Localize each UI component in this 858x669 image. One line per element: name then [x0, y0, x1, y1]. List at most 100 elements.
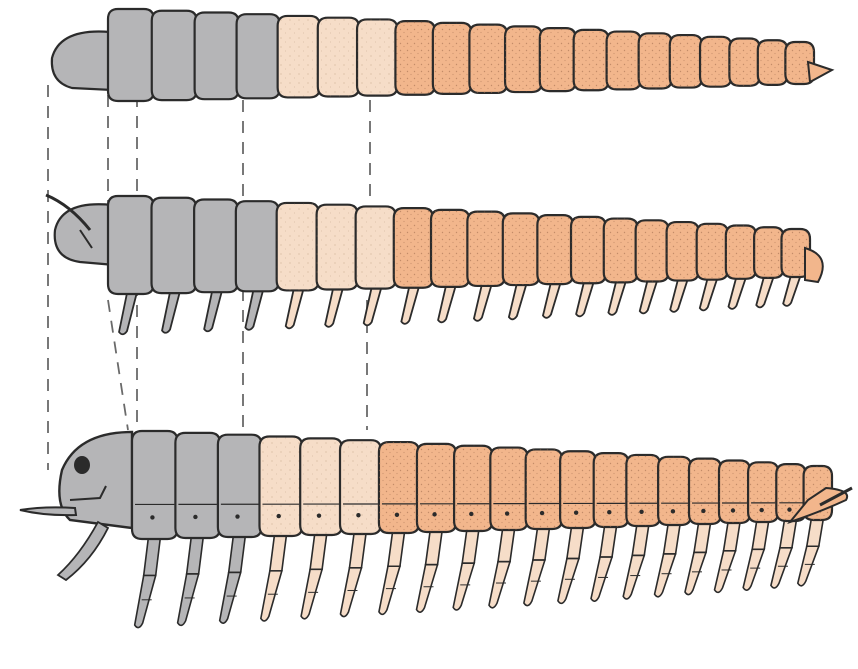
- leg-lower: [524, 560, 545, 605]
- leg-lower: [798, 546, 819, 586]
- segment-stipple: [356, 206, 396, 288]
- segment-stipple: [417, 444, 456, 532]
- segment-stipple: [540, 28, 576, 91]
- leg-upper: [498, 526, 515, 562]
- leg-upper: [310, 531, 327, 569]
- segment-stipple: [689, 459, 721, 524]
- segment-stipple: [636, 220, 669, 281]
- segment-stipple: [537, 215, 573, 284]
- spiracle: [701, 509, 705, 513]
- tail-tip: [808, 62, 832, 82]
- leg-lower: [340, 568, 361, 617]
- segment-stipple: [503, 213, 540, 285]
- segment-stipple: [626, 455, 660, 526]
- body-segment: [152, 198, 197, 293]
- segment-stipple: [259, 437, 302, 536]
- leg-lower: [591, 557, 612, 601]
- leg-lower: [417, 565, 438, 612]
- spiracle: [193, 515, 197, 519]
- body-segment: [236, 201, 279, 291]
- leg-upper: [426, 528, 443, 565]
- leg-lower: [623, 555, 644, 598]
- segment-stipple: [379, 442, 419, 533]
- segment-stipple: [758, 40, 788, 85]
- leg-lower: [715, 551, 736, 593]
- segment-stipple: [505, 26, 542, 92]
- eye: [74, 456, 90, 474]
- body-segment: [218, 435, 262, 537]
- maxilliped: [58, 522, 108, 580]
- body-segment: [108, 9, 154, 101]
- spiracle: [759, 508, 763, 512]
- spiracle: [150, 515, 154, 519]
- segment-stipple: [278, 16, 320, 97]
- segment-stipple: [748, 462, 778, 522]
- leg-upper: [462, 527, 479, 563]
- body-segment: [194, 199, 238, 292]
- segment-stipple: [300, 438, 342, 535]
- segment-stipple: [670, 35, 702, 88]
- spiracle: [235, 514, 239, 518]
- spiracle: [317, 513, 321, 517]
- segment-stipple: [490, 448, 527, 530]
- spiracle: [574, 510, 578, 514]
- antenna: [20, 507, 76, 515]
- segment-stipple: [526, 449, 562, 529]
- spiracle: [540, 511, 544, 515]
- head-capsule: [55, 204, 115, 265]
- segment-stipple: [667, 222, 699, 281]
- segment-stipple: [697, 224, 728, 280]
- segment-stipple: [433, 23, 472, 94]
- segment-stipple: [560, 451, 596, 528]
- leg-lower: [489, 562, 510, 608]
- segment-stipple: [607, 32, 641, 90]
- leg-lower: [379, 566, 400, 614]
- stage-3-adult: [20, 431, 852, 628]
- leg-lower: [135, 576, 156, 628]
- leg-lower: [558, 559, 579, 604]
- leg-upper: [533, 525, 550, 560]
- body-segment: [237, 14, 280, 98]
- segment-stipple: [719, 460, 750, 523]
- leg-lower: [655, 554, 676, 597]
- spiracle: [731, 508, 735, 512]
- segment-stipple: [469, 25, 507, 93]
- segment-stipple: [318, 18, 359, 97]
- leg-upper: [349, 530, 366, 568]
- segment-stipple: [467, 212, 504, 286]
- leg-lower: [453, 563, 474, 610]
- leg-upper: [567, 524, 584, 559]
- spiracle: [277, 514, 281, 518]
- segment-stipple: [395, 21, 434, 95]
- leg-lower: [178, 574, 199, 625]
- segment-stipple: [357, 19, 397, 95]
- body-segment: [132, 431, 177, 539]
- segment-stipple: [574, 30, 609, 90]
- leg-upper: [144, 535, 161, 576]
- head-capsule: [52, 32, 112, 90]
- segment-stipple: [754, 227, 783, 278]
- segment-stipple: [726, 226, 756, 279]
- segment-stipple: [639, 33, 672, 88]
- spiracle: [469, 512, 473, 516]
- leg-lower: [685, 552, 706, 594]
- body-segment: [108, 196, 154, 294]
- segment-stipple: [431, 210, 469, 287]
- segment-stipple: [340, 440, 381, 534]
- spiracle: [505, 511, 509, 515]
- segment-stipple: [571, 217, 606, 283]
- segment-stipple: [317, 205, 358, 290]
- leg-upper: [600, 523, 617, 557]
- spiracle: [432, 512, 436, 516]
- tail-tip: [805, 248, 823, 282]
- segment-stipple: [658, 457, 691, 525]
- segment-stipple: [594, 453, 629, 527]
- leg-lower: [261, 571, 282, 621]
- stage-1-larva: [52, 9, 832, 101]
- leg-upper: [270, 532, 287, 571]
- leg-lower: [220, 572, 241, 623]
- spiracle: [607, 510, 611, 514]
- segment-stipple: [277, 203, 319, 290]
- body-segment: [152, 11, 197, 100]
